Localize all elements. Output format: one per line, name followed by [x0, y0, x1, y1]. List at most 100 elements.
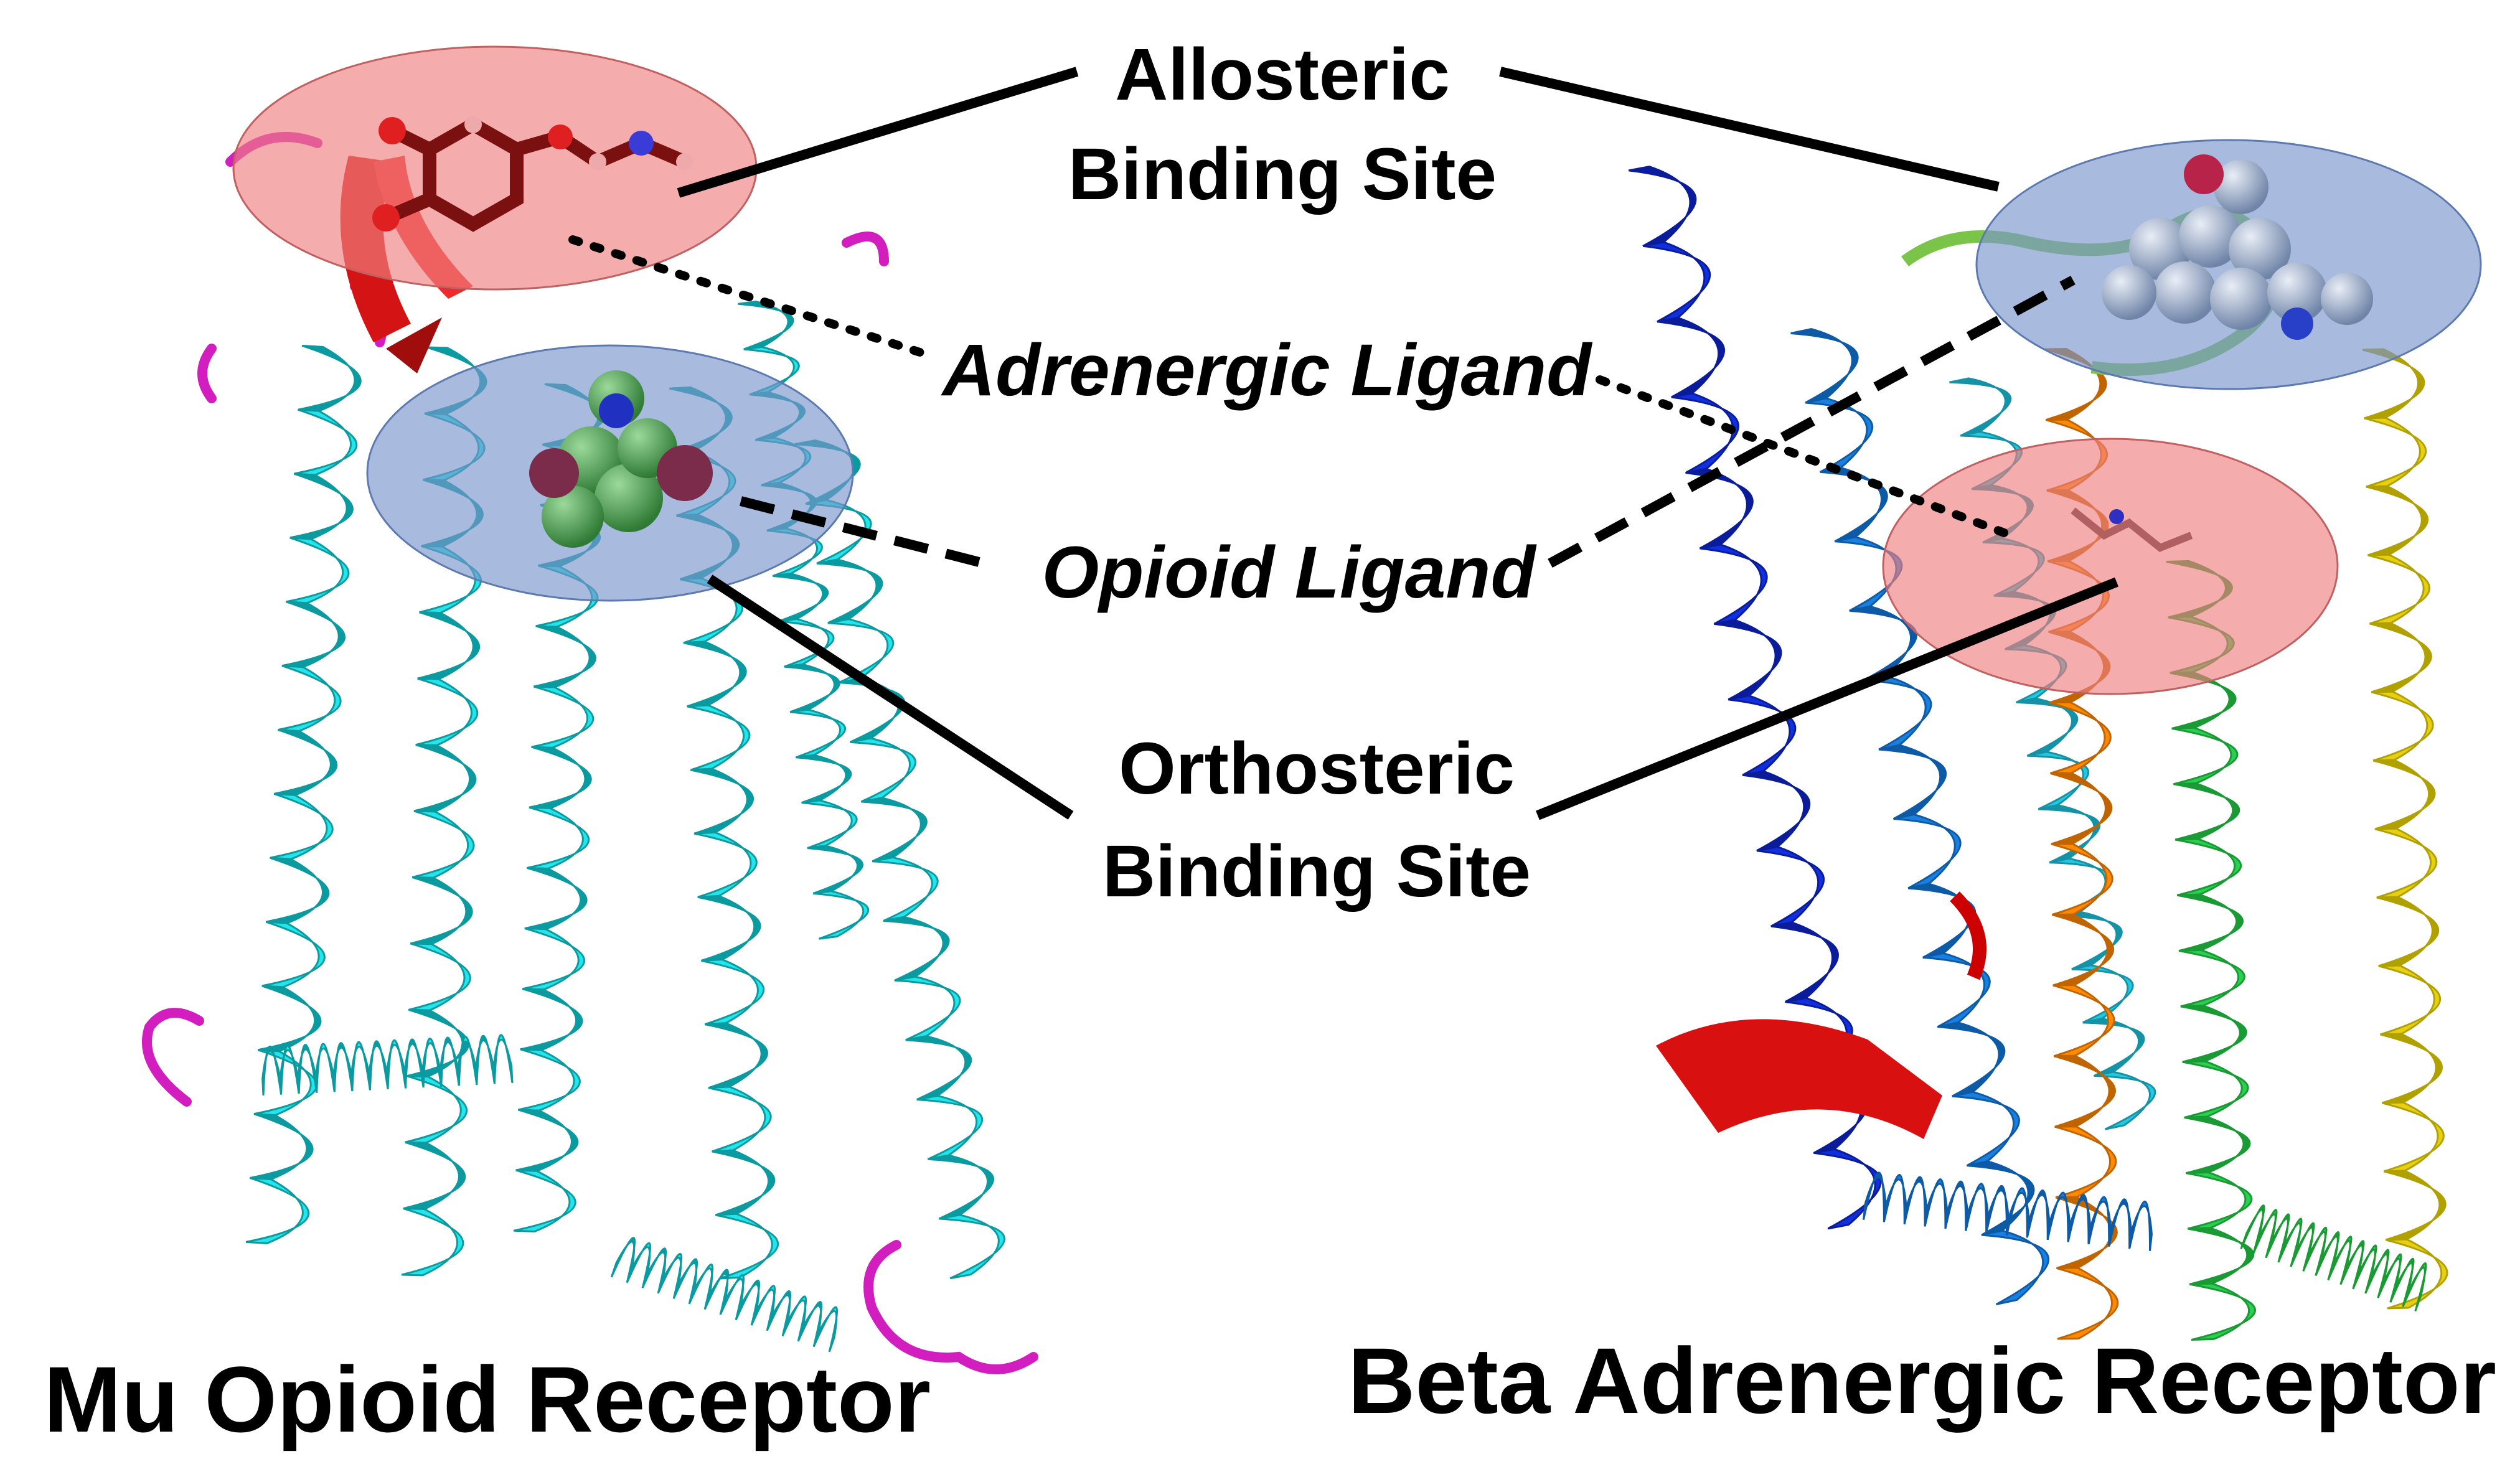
helix-turn — [350, 1041, 371, 1091]
orthosteric-left-pointer — [707, 575, 1074, 820]
helix-turn — [1863, 1171, 1887, 1222]
helix-turn — [789, 708, 847, 759]
helix-turn — [533, 625, 596, 688]
beta-adrenergic-receptor-structure — [1629, 139, 2482, 1341]
adrenergic-ligand-label: Adrenergic Ligand — [941, 329, 1593, 411]
figure-captions: Mu Opioid Receptor Beta Adrenergic Recep… — [44, 1328, 2496, 1452]
helix-turn — [2302, 1226, 2328, 1276]
opioid-ligand-label: Opioid Ligand — [1041, 532, 1537, 614]
helix-turn — [2184, 1115, 2251, 1175]
helix-turn — [492, 1034, 514, 1084]
helix-turn — [1770, 921, 1839, 1003]
helix-turn — [2339, 1240, 2365, 1290]
helix-turn — [1924, 1178, 1949, 1229]
helix-turn — [701, 959, 765, 1026]
helix-turn — [1790, 327, 1859, 404]
helix-turn — [2051, 843, 2113, 916]
helix-turn — [2052, 913, 2115, 987]
helix-turn — [1967, 1160, 2035, 1236]
beta-allosteric-ligand-model — [2102, 154, 2373, 340]
helix-turn — [2327, 1236, 2353, 1285]
helix-turn — [2377, 1253, 2402, 1303]
helix-turn — [928, 1154, 994, 1220]
helix-turn — [872, 856, 939, 922]
mu-opioid-ligand-model — [529, 370, 713, 548]
helix-turn — [517, 1048, 581, 1112]
helix-turn — [1629, 166, 1697, 247]
mu-opioid-caption: Mu Opioid Receptor — [44, 1347, 931, 1452]
helix-turn — [2056, 1267, 2119, 1340]
opioid-left-pointer — [740, 496, 997, 571]
helix-turn — [683, 640, 747, 708]
beta-red-helix — [1656, 891, 1986, 1139]
helix-turn — [2385, 1238, 2448, 1310]
helix-turn — [1893, 813, 1962, 889]
allosteric-right-pointer — [1499, 67, 2000, 192]
helix-turn — [2186, 1171, 2253, 1230]
allosteric-left-pointer — [677, 67, 1079, 198]
helix-turn — [2094, 1071, 2156, 1130]
helix-turn — [2315, 1231, 2340, 1281]
helix-turn — [265, 856, 330, 924]
mu-opioid-receptor-structure — [142, 45, 1038, 1374]
helix-turn — [386, 1039, 407, 1090]
helix-turn — [2380, 1033, 2443, 1104]
helix-turn — [861, 797, 928, 863]
callout-lines — [568, 67, 2118, 820]
helix-turn — [1903, 1176, 1928, 1227]
helix-turn — [715, 1213, 779, 1280]
allosteric-label-line2: Binding Site — [1068, 133, 1497, 215]
helix-turn — [1878, 744, 1947, 820]
orthosteric-right-pointer — [1536, 577, 2118, 820]
helix-turn — [293, 408, 358, 476]
mu-ligand-atoms — [372, 116, 693, 232]
orthosteric-label-line2: Binding Site — [1102, 830, 1531, 912]
helix-turn — [916, 1094, 983, 1160]
helix-turn — [332, 1042, 354, 1092]
helix-turn — [2180, 1005, 2247, 1063]
helix-turn — [812, 1306, 838, 1353]
helix-turn — [2265, 1213, 2290, 1263]
helix-turn — [278, 665, 342, 733]
mu-allosteric-site — [232, 45, 758, 291]
helix-turn — [401, 1208, 464, 1277]
helix-turn — [2128, 1201, 2153, 1251]
helix-turn — [813, 890, 870, 940]
helix-turn — [2188, 1227, 2255, 1285]
helix-turn — [531, 685, 595, 749]
callout-labels: Allosteric Binding Site Adrenergic Ligan… — [941, 34, 1593, 912]
adrenergic-right-pointer — [1596, 375, 2015, 540]
beta-ligand-sticks — [2071, 507, 2193, 552]
helix-turn — [2252, 1209, 2278, 1259]
helix-turn — [2378, 964, 2442, 1036]
helix-turn — [2367, 553, 2430, 625]
helix-turn — [1981, 1229, 2049, 1305]
helix-turn — [2175, 838, 2242, 896]
helix-turn — [368, 1040, 389, 1091]
adrenergic-left-pointer — [568, 235, 932, 359]
helix-turn — [2402, 1262, 2427, 1312]
opioid-right-pointer — [1548, 275, 2076, 568]
helix-turn — [1714, 619, 1782, 701]
helix-turn — [2053, 1054, 2116, 1128]
helix-turn — [415, 677, 479, 746]
helix-turn — [1657, 316, 1725, 398]
helix-turn — [270, 792, 334, 860]
helix-turn — [520, 988, 583, 1051]
helix-turn — [2049, 701, 2112, 774]
beta-allosteric-site — [1975, 139, 2482, 390]
helix-turn — [697, 894, 761, 962]
helix-turn — [1864, 675, 1932, 751]
helix-turn — [801, 799, 858, 849]
orthosteric-label-line1: Orthosteric — [1119, 728, 1515, 810]
helix-turn — [408, 942, 471, 1011]
helix-turn — [939, 1214, 1005, 1280]
helix-turn — [1952, 1091, 2020, 1167]
helix-turn — [1756, 845, 1825, 927]
helix-turn — [2176, 893, 2244, 952]
helix-turn — [2182, 1060, 2249, 1119]
helix-turn — [2178, 949, 2245, 1008]
helix-turn — [515, 1109, 579, 1172]
helix-turn — [403, 1141, 466, 1210]
